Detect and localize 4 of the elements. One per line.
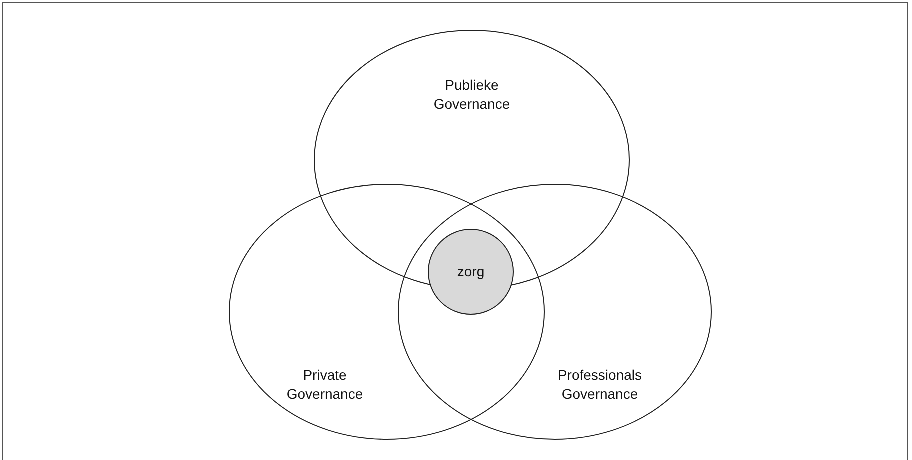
circle-label: Private Governance [286, 366, 364, 404]
circle-label: zorg [456, 262, 486, 282]
circle-label: Publieke Governance [432, 76, 512, 114]
circle-label: Professionals Governance [556, 366, 644, 404]
